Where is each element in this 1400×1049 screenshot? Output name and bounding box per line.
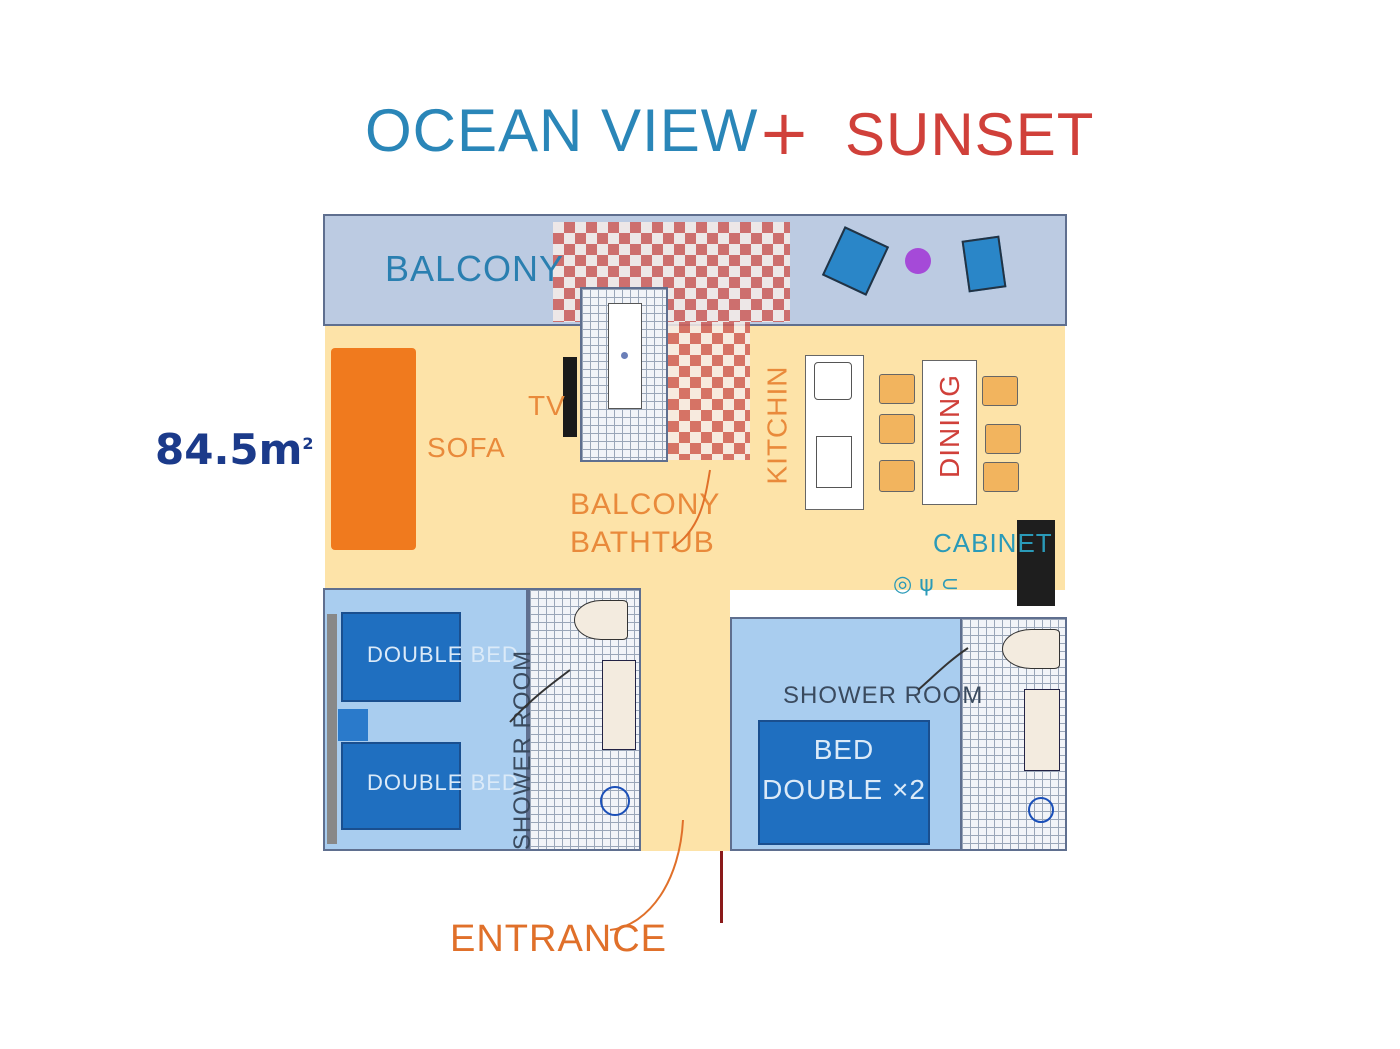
chair-icon — [879, 374, 915, 404]
shower-icon — [1028, 797, 1054, 823]
sink-icon — [816, 436, 852, 488]
dining-table — [922, 360, 977, 505]
sink-icon — [1024, 689, 1060, 771]
chair-icon — [879, 460, 915, 492]
label-entrance: ENTRANCE — [450, 918, 668, 960]
sink-icon — [602, 660, 636, 750]
area-value: 84.5m — [155, 425, 303, 474]
chair-icon — [879, 414, 915, 444]
double-bed-right — [758, 720, 930, 845]
bathtub-enclosure — [580, 287, 668, 462]
title-ocean-view: OCEAN VIEW — [365, 97, 759, 164]
bathtub-tiles — [668, 322, 750, 460]
tv-icon — [563, 357, 577, 437]
right-shower-room — [960, 617, 1067, 851]
label-tv: TV — [528, 390, 566, 421]
arrow-shower-right — [917, 647, 969, 691]
cabinet-icon — [1017, 520, 1055, 606]
table-icon — [905, 248, 931, 274]
arrow-bathtub — [671, 469, 711, 549]
arrow-shower-left — [509, 669, 571, 723]
tableware-icon: ◎ ψ ⊂ — [893, 572, 960, 597]
wall-icon — [327, 614, 337, 844]
nightstand-icon — [338, 709, 368, 741]
chair-icon — [983, 462, 1019, 492]
stove-icon — [814, 362, 852, 400]
chair-icon — [982, 376, 1018, 406]
label-balcony: BALCONY — [385, 248, 565, 289]
title-plus: + — [758, 96, 810, 169]
arrow-entrance — [609, 819, 684, 931]
double-bed-2 — [341, 742, 461, 830]
label-sofa: SOFA — [427, 432, 506, 463]
left-shower-room — [528, 588, 641, 851]
toilet-icon — [574, 600, 628, 640]
area-unit: 2 — [302, 434, 314, 453]
label-bed-right-line1: BED — [813, 734, 875, 765]
corridor — [640, 584, 730, 851]
chair-icon — [985, 424, 1021, 454]
label-double-bed-1: DOUBLE BED — [367, 642, 519, 667]
label-balcony-bathtub: BALCONY BATHTUB — [570, 486, 720, 562]
kitchen-counter — [805, 355, 864, 510]
bathtub-icon — [608, 303, 642, 409]
shower-icon — [600, 786, 630, 816]
label-bed-right-line2: DOUBLE ×2 — [762, 774, 926, 805]
label-cabinet: CABINET — [933, 528, 1053, 558]
floor-plan: ◎ ψ ⊂ BALCONY SOFA TV KITCHIN DINING CAB… — [323, 214, 1067, 923]
label-shower-room-right: SHOWER ROOM — [783, 682, 984, 709]
label-bed-right: BED DOUBLE ×2 — [758, 730, 930, 810]
label-double-bed-2: DOUBLE BED — [367, 770, 519, 795]
double-bed-1 — [341, 612, 461, 702]
sofa-icon — [331, 348, 416, 550]
area-label: 84.5m2 — [155, 425, 314, 474]
label-bathtub-line1: BALCONY — [570, 488, 721, 521]
entrance-door — [720, 851, 723, 923]
toilet-icon — [1002, 629, 1060, 669]
title-sunset: SUNSET — [845, 101, 1095, 168]
